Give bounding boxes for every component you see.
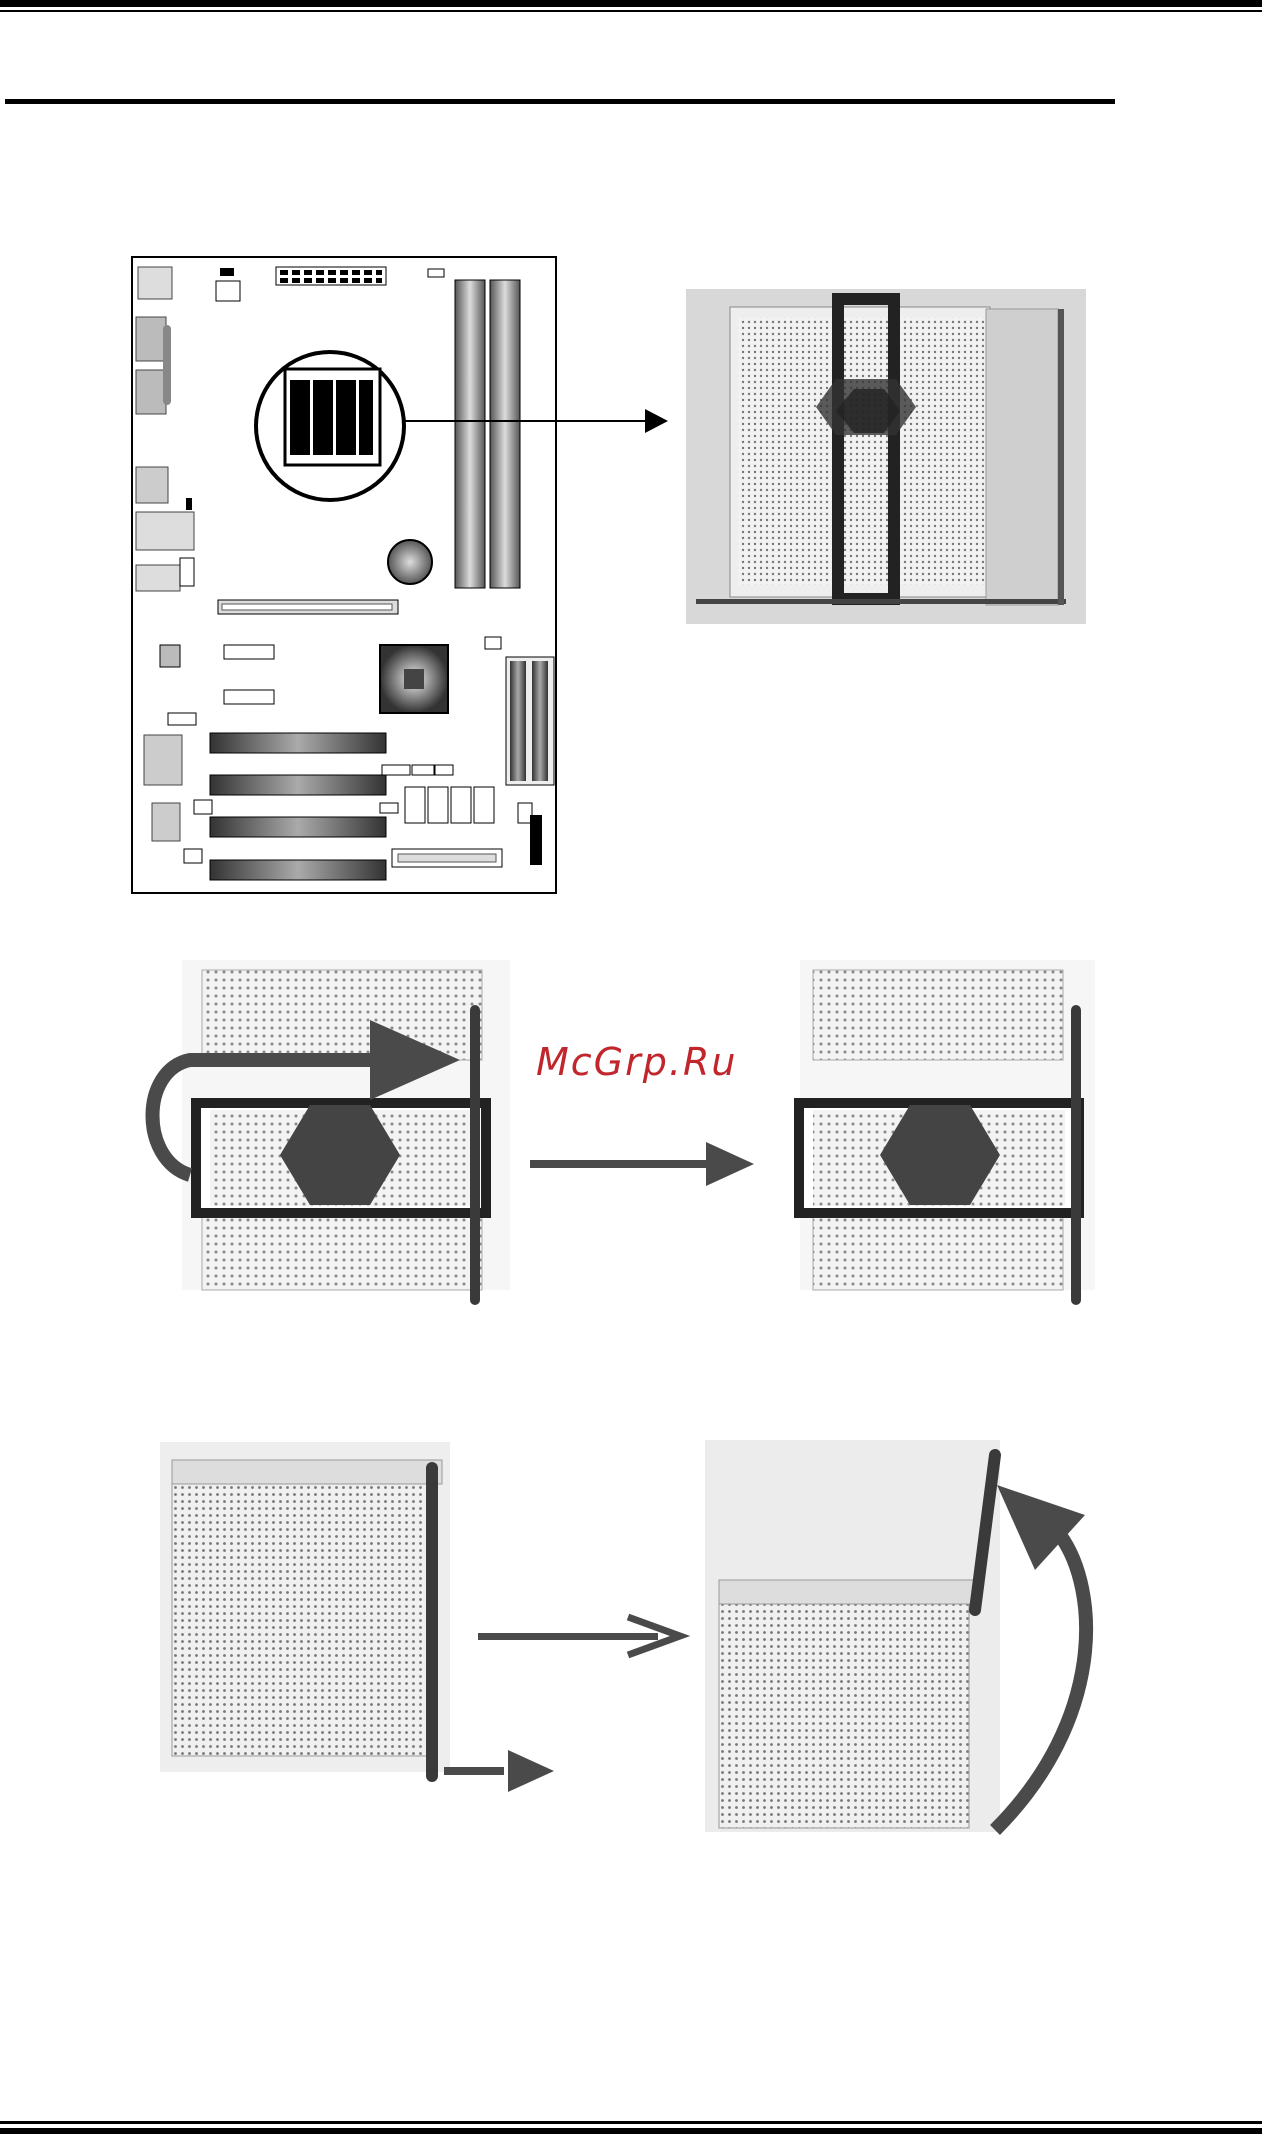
lever-step-arrow bbox=[478, 1615, 688, 1659]
empty-socket-photo-lever-raised bbox=[705, 1440, 1115, 1840]
top-border-thick bbox=[0, 0, 1262, 7]
socket-with-cpu-photo-before bbox=[140, 960, 510, 1350]
socket-with-cpu-photo-after bbox=[785, 960, 1100, 1350]
watermark-text: McGrp.Ru bbox=[536, 1040, 737, 1084]
cpu-socket-closeup-photo bbox=[686, 289, 1086, 624]
motherboard-diagram bbox=[130, 255, 560, 897]
bottom-border-thick bbox=[0, 2128, 1262, 2134]
top-border-thin bbox=[0, 10, 1262, 12]
rotate-step-arrow bbox=[530, 1140, 760, 1190]
header-rule bbox=[5, 99, 1115, 104]
bottom-border-thin bbox=[0, 2121, 1262, 2124]
